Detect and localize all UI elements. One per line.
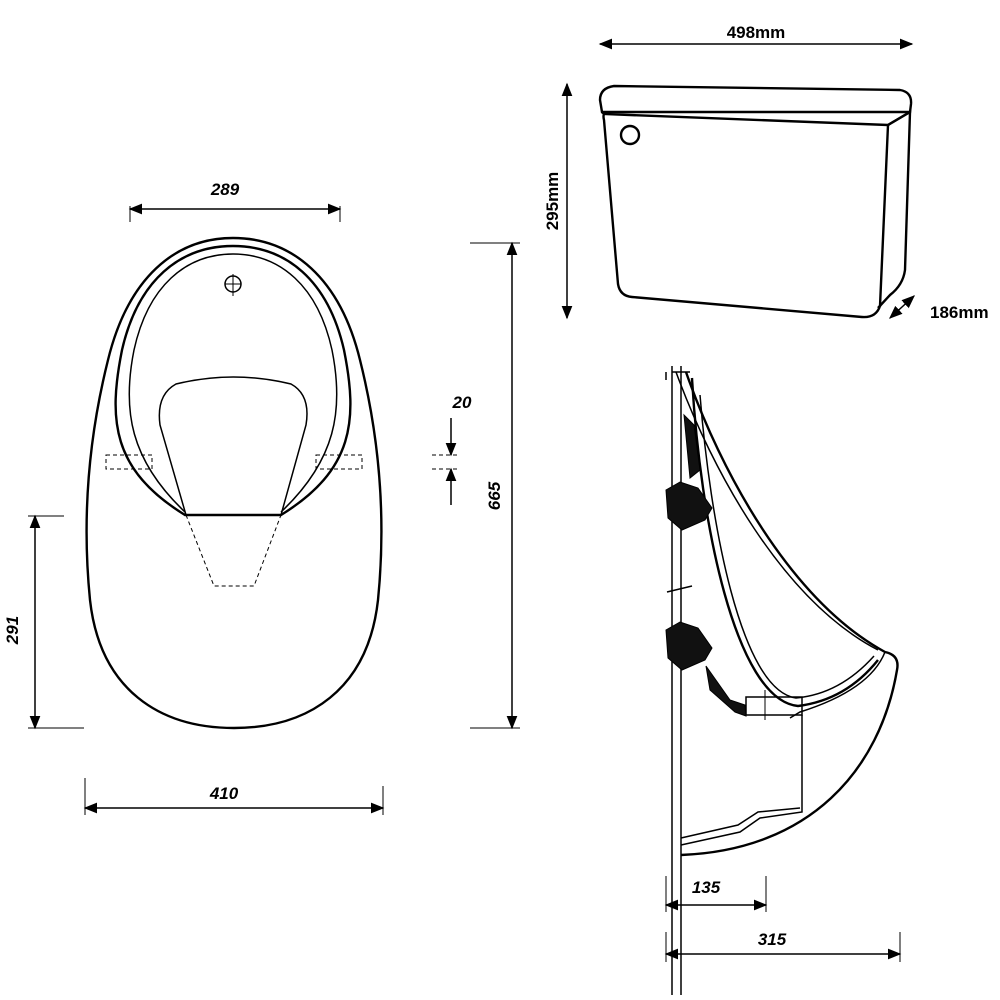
overall-projection-label: 315	[758, 930, 787, 949]
outlet-height-label: 291	[3, 616, 22, 645]
cistern-drawing	[598, 84, 913, 319]
left-fixing-slot	[105, 454, 153, 470]
right-fixing-slot	[315, 454, 363, 470]
outlet-height-dimension: 291	[3, 514, 84, 730]
outlet-projection-dimension: 135	[664, 876, 768, 912]
cistern-width-label: 498mm	[727, 23, 786, 42]
flush-button-icon	[619, 124, 641, 146]
overall-width-label: 410	[209, 784, 239, 803]
inlet-spacing-dimension: 289	[128, 180, 342, 222]
urinal-side-view	[665, 366, 899, 995]
cistern-depth-label: 186mm	[930, 303, 989, 322]
cistern-depth-dimension: 186mm	[889, 295, 989, 322]
lower-bracket	[665, 621, 713, 671]
fixing-height-label: 20	[452, 393, 472, 412]
outlet-projection-label: 135	[692, 878, 721, 897]
overall-height-dimension: 665	[470, 241, 520, 730]
fixing-height-dimension: 20	[432, 393, 472, 505]
overall-height-label: 665	[485, 481, 504, 510]
overall-projection-dimension: 315	[664, 930, 902, 962]
cistern-height-label: 295mm	[543, 172, 562, 231]
cistern-height-dimension: 295mm	[543, 82, 573, 320]
inlet-spacing-label: 289	[210, 180, 240, 199]
cistern-width-dimension: 498mm	[598, 23, 914, 50]
urinal-front-view	[85, 236, 383, 730]
upper-bracket	[665, 481, 713, 531]
overall-width-dimension: 410	[83, 778, 385, 815]
